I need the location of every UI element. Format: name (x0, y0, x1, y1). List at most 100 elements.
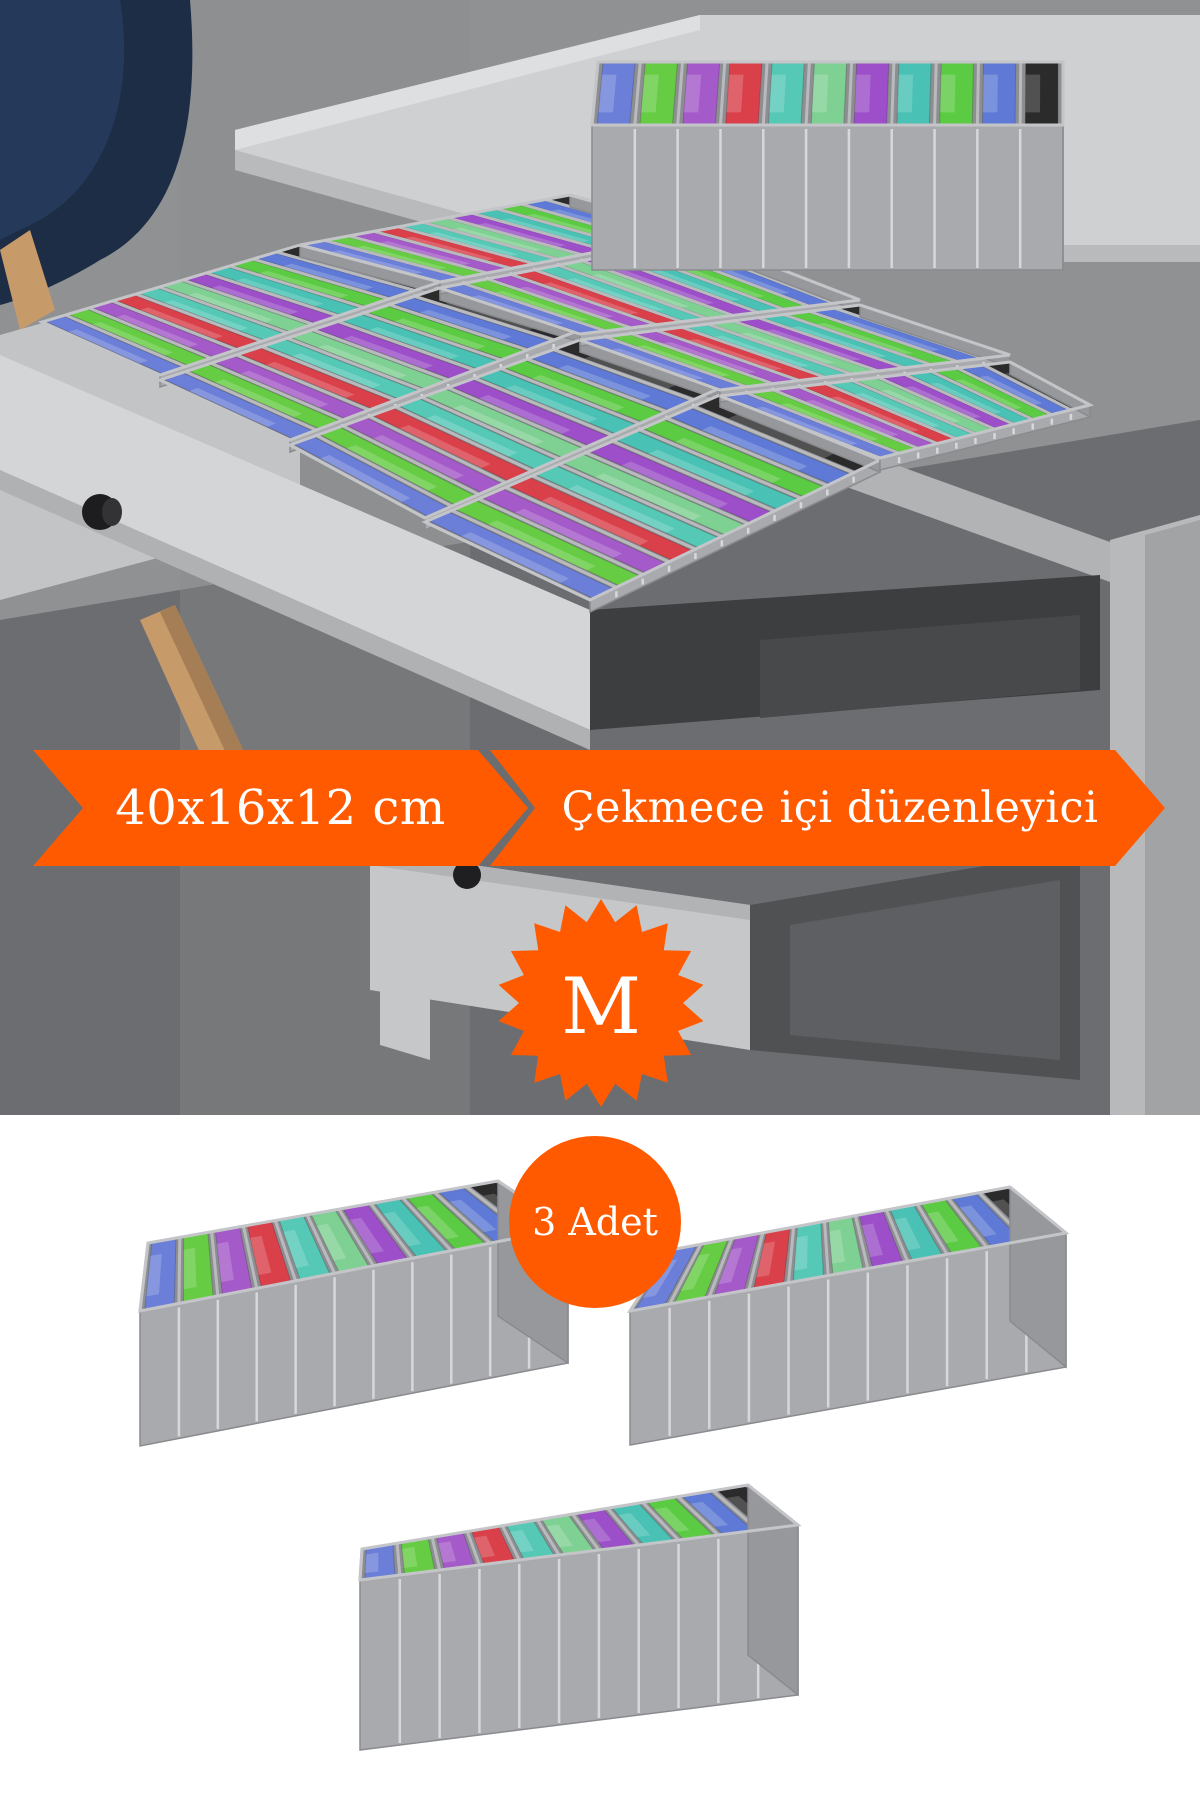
drawer-organizer (421, 393, 884, 614)
divider (182, 278, 314, 326)
rolled-item-highlight (621, 461, 728, 508)
divider (184, 370, 317, 432)
rolled-item-highlight (401, 1546, 418, 1569)
rolled-item-highlight (790, 326, 888, 358)
divider (235, 353, 370, 412)
divider (745, 391, 900, 455)
divider (884, 1209, 909, 1262)
divider (252, 257, 390, 301)
divider (337, 1208, 375, 1267)
organizer-front (591, 124, 1064, 271)
rolled-item-highlight (718, 1247, 743, 1285)
divider (534, 268, 683, 324)
rolled-item-highlight (636, 345, 731, 377)
divider (536, 1519, 561, 1556)
rolled-item-highlight (259, 270, 349, 299)
divider (312, 328, 449, 382)
tabletop-organizer (590, 60, 1065, 271)
divider (447, 386, 587, 449)
divider (975, 61, 980, 126)
divider (641, 1501, 680, 1542)
size-banner-shape (33, 750, 528, 866)
divider (783, 313, 932, 366)
divider (915, 1203, 949, 1256)
rolled-item-highlight (494, 290, 589, 322)
divider (606, 1507, 640, 1546)
divider (241, 1225, 259, 1289)
divider (337, 320, 476, 372)
description-banner: Çekmece içi düzenleyici (490, 750, 1165, 866)
divider (276, 250, 415, 292)
rolled-item-highlight (183, 1247, 197, 1290)
divider (692, 405, 855, 475)
divider (451, 509, 617, 589)
rolled-item-highlight (283, 263, 374, 290)
divider (585, 451, 749, 526)
organizer-box-1-body (138, 1179, 572, 1447)
rolled-item-highlight (425, 414, 518, 457)
rolled-item-highlight (811, 74, 829, 113)
description-text: Çekmece içi düzenleyici (561, 783, 1099, 833)
divider (638, 428, 802, 500)
divider (982, 363, 1072, 412)
divider (504, 485, 670, 564)
rolled-item-highlight (546, 1524, 573, 1548)
rolled-item-highlight (240, 370, 329, 408)
divider (430, 1537, 442, 1571)
divider (665, 416, 828, 487)
divider (368, 415, 507, 484)
divider (210, 1231, 220, 1297)
divider (933, 61, 938, 126)
rolled-item-highlight (383, 1211, 422, 1247)
quantity-badge: 3 Adet (508, 1135, 682, 1309)
divider (414, 294, 555, 342)
rolled-item-highlight (654, 1507, 690, 1532)
divider (471, 211, 606, 252)
divider (315, 434, 453, 508)
rolled-item-highlight (474, 1535, 495, 1558)
divider (261, 345, 397, 402)
rolled-item-highlight (501, 218, 590, 243)
divider (363, 311, 502, 362)
divider (732, 319, 879, 373)
divider (956, 366, 1053, 416)
rolled-item-highlight (897, 74, 914, 113)
divider (557, 263, 708, 320)
rolled-item-highlight (373, 434, 464, 480)
divider (668, 1243, 703, 1305)
divider (397, 225, 535, 266)
divider (847, 61, 854, 126)
rolled-item-highlight (954, 379, 1022, 410)
divider (553, 348, 694, 402)
divider (394, 405, 533, 473)
size-badge: M (496, 898, 706, 1108)
divider (373, 229, 512, 270)
divider (718, 61, 727, 126)
rolled-item-highlight (816, 323, 914, 355)
rolled-item-highlight (531, 374, 625, 412)
divider (531, 474, 697, 551)
divider (510, 272, 657, 327)
description-banner-shape (490, 750, 1165, 866)
divider (286, 336, 423, 392)
divider (478, 497, 644, 576)
rolled-item-highlight (449, 1199, 497, 1233)
starburst-polygon (498, 899, 704, 1107)
divider (465, 1531, 481, 1566)
rolled-item-highlight (739, 332, 836, 364)
rolled-item-highlight (510, 1529, 534, 1553)
divider (604, 335, 747, 389)
divider (903, 372, 1015, 426)
rolled-item-highlight (979, 375, 1043, 405)
divider (135, 292, 263, 343)
divider (798, 385, 938, 445)
divider (273, 1219, 298, 1282)
organizer-box-2 (626, 1185, 1070, 1446)
rolled-item-highlight (291, 353, 381, 389)
rolled-item-highlight (317, 344, 408, 379)
rolled-item-highlight (582, 1518, 612, 1543)
rolled-item-highlight (452, 227, 543, 252)
rolled-item-highlight (854, 393, 940, 428)
size-banner: 40x16x12 cm (33, 750, 528, 866)
rolled-item-highlight (841, 319, 940, 351)
